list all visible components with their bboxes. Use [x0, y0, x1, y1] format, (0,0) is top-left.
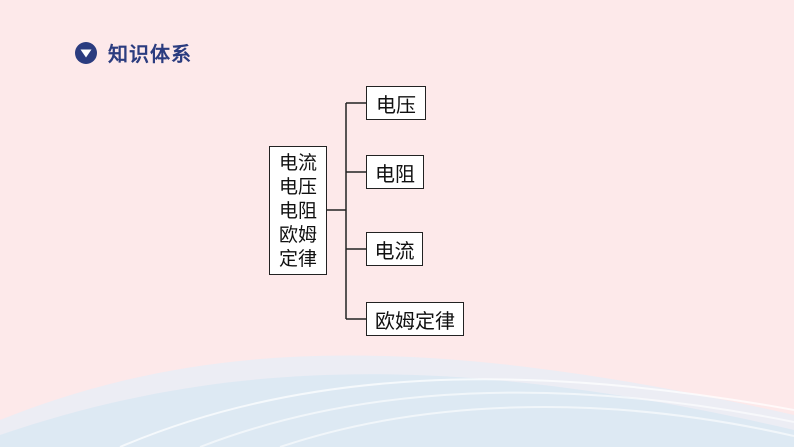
root-line: 欧姆 [278, 223, 317, 246]
child-node-current: 电流 [366, 232, 423, 266]
root-node: 电流 电压 电阻 欧姆 定律 [269, 146, 327, 275]
root-line: 电压 [278, 175, 317, 198]
child-label: 欧姆定律 [375, 308, 455, 333]
root-line: 电阻 [278, 199, 317, 222]
child-label: 电流 [374, 238, 415, 263]
child-label: 电压 [376, 92, 416, 117]
chevron-down-circle-icon [75, 41, 97, 64]
child-node-voltage: 电压 [366, 86, 426, 120]
child-node-resistance: 电阻 [366, 155, 424, 189]
section-title: 知识体系 [108, 42, 192, 66]
root-line: 电流 [278, 151, 317, 174]
root-line: 定律 [278, 247, 317, 270]
child-node-ohms-law: 欧姆定律 [366, 302, 464, 336]
child-label: 电阻 [375, 161, 415, 186]
section-header: 知识体系 [74, 38, 192, 67]
